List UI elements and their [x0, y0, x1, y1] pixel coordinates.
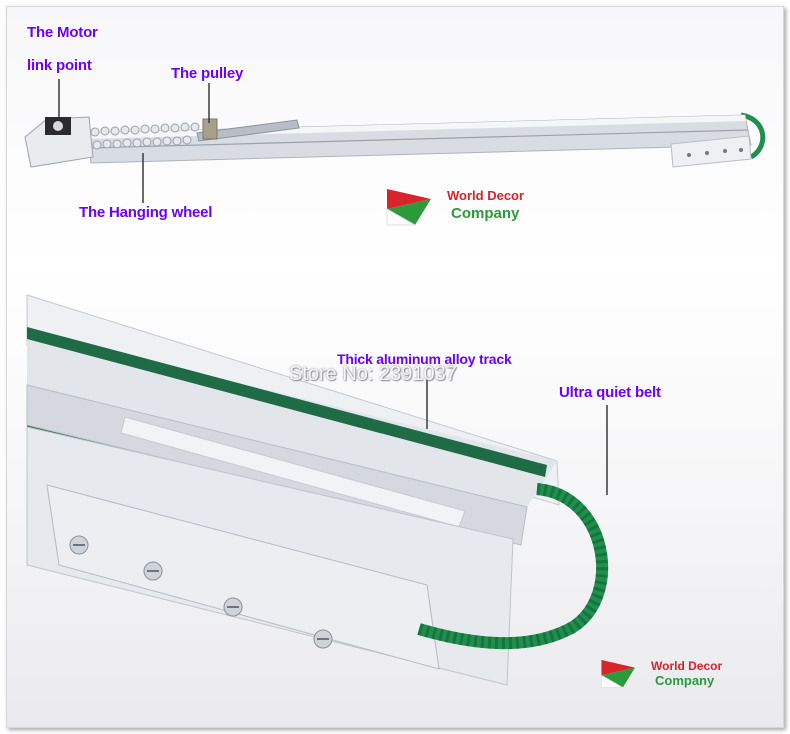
motor-housing	[24, 116, 94, 168]
label-hanging-wheel: The Hanging wheel	[79, 204, 213, 221]
label-motor: The Motor	[27, 24, 98, 41]
rail-closeup-illustration	[26, 294, 609, 686]
brand-logo-icon	[601, 660, 635, 688]
label-pulley: The pulley	[171, 65, 244, 82]
motor-track-illustration	[24, 79, 766, 203]
track-end-belt	[740, 112, 766, 160]
store-watermark: Store No: 2391037	[289, 363, 457, 385]
label-link-point: link point	[27, 57, 92, 74]
belt-teeth	[417, 483, 609, 650]
label-track: Thick aluminum alloy track	[337, 351, 512, 367]
end-bracket	[670, 135, 752, 168]
upper-belt-strip	[27, 327, 547, 477]
bottom-closeup-photo: Thick aluminum alloy track Ultra quiet b…	[7, 265, 783, 727]
hanging-wheels	[90, 122, 200, 150]
brand-name-line2: Company	[451, 205, 520, 222]
label-belt: Ultra quiet belt	[559, 384, 661, 401]
bracket-screw	[723, 149, 727, 153]
carriage-plate	[196, 119, 300, 142]
bracket-screws	[69, 535, 333, 649]
pulley-block	[202, 118, 218, 140]
brand-name-line1: World Decor	[447, 188, 525, 203]
rail-groove	[88, 129, 749, 149]
brand-name-line1: World Decor	[651, 659, 723, 673]
image-frame: The Motor link point The pulley The Hang…	[6, 6, 784, 728]
brand-logo-icon	[386, 189, 431, 226]
bracket-screw	[687, 153, 691, 157]
bracket-screw	[705, 151, 709, 155]
rail-upper-wall	[27, 331, 557, 507]
bracket-screw	[739, 148, 743, 152]
end-bracket-plate	[46, 484, 440, 670]
motor-link-socket	[53, 121, 63, 131]
top-product-photo: The Motor link point The pulley The Hang…	[7, 7, 783, 265]
brand-name-line2: Company	[655, 673, 715, 688]
